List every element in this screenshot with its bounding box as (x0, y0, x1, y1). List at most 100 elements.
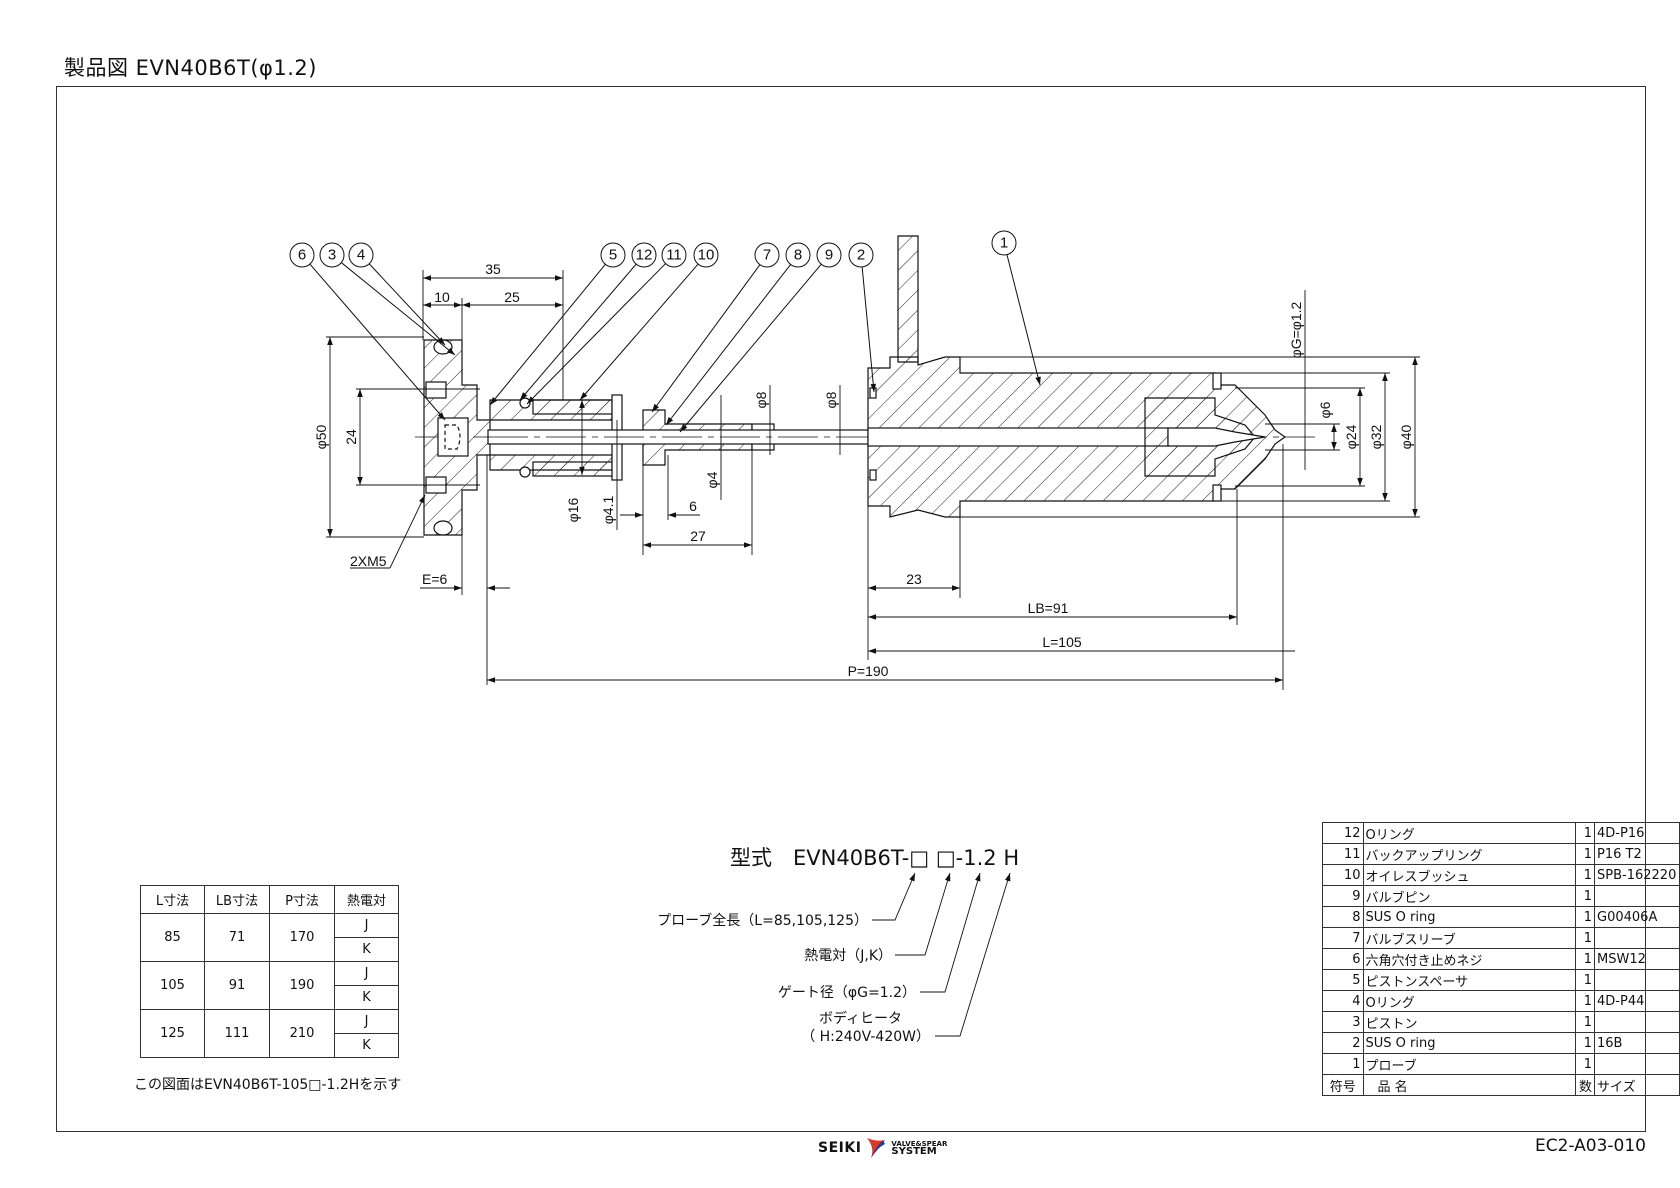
logo-mark-icon (867, 1138, 886, 1158)
balloon-label: 10 (698, 247, 715, 264)
dim-phiG: φG=φ1.2 (1288, 301, 1304, 358)
dim-10: 10 (434, 289, 450, 305)
dim-24: 24 (343, 429, 359, 445)
parts-cell-name: プローブ (1362, 1053, 1577, 1075)
dim-l: L=105 (1042, 634, 1082, 650)
balloon-circle (319, 242, 345, 268)
parts-cell-qty: 1 (1575, 948, 1596, 970)
balloon-circle (991, 230, 1017, 256)
parts-cell-no: 4 (1322, 990, 1364, 1012)
parts-cell-name: Oリング (1362, 822, 1577, 844)
dim-phi32: φ32 (1368, 424, 1384, 449)
piston-part (423, 339, 491, 536)
balloon-circle (600, 242, 626, 268)
balloon-circle (693, 242, 719, 268)
parts-cell-no: 10 (1322, 864, 1364, 886)
parts-cell-size: MSW12 (1594, 948, 1680, 970)
model-label-body-heater: ボディヒータ (818, 1011, 902, 1027)
parts-cell-size: 4D-P16 (1594, 822, 1680, 844)
dim-p: P=190 (848, 663, 889, 679)
balloon-leader (579, 263, 699, 401)
drawing-number: EC2-A03-010 (1534, 1136, 1646, 1156)
size-cell: 111 (204, 1009, 270, 1058)
parts-cell-no: 6 (1322, 948, 1364, 970)
balloon-leader (489, 263, 606, 406)
balloon-leader (340, 262, 456, 356)
parts-cell-qty: 1 (1575, 864, 1596, 886)
size-cell: 170 (269, 913, 335, 962)
size-header-p: P寸法 (269, 885, 335, 914)
dim-phi40: φ40 (1398, 424, 1414, 449)
drawing-note: この図面はEVN40B6T-105□-1.2Hを示す (134, 1077, 402, 1093)
parts-cell-size: G00406A (1594, 906, 1680, 928)
balloon-label: 8 (794, 247, 802, 264)
parts-cell-no: 3 (1322, 1011, 1364, 1033)
dim-phi4-1: φ4.1 (600, 496, 616, 525)
parts-header-size: サイズ (1594, 1074, 1680, 1096)
logo-sub-bottom: SYSTEM (891, 1146, 937, 1157)
parts-cell-no: 2 (1322, 1032, 1364, 1054)
parts-cell-size: SPB-162220 (1594, 864, 1680, 886)
model-label-thermocouple: 熱電対（J,K） (804, 948, 892, 964)
size-row: 85 71 170 J (140, 913, 399, 962)
parts-cell-name: 六角穴付き止めネジ (1362, 948, 1577, 970)
parts-cell-size: 4D-P44 (1594, 990, 1680, 1012)
parts-cell-name: バックアップリング (1362, 843, 1577, 865)
size-cell: 71 (204, 913, 270, 962)
balloon-circle (754, 242, 780, 268)
balloon-circle (348, 242, 374, 268)
parts-cell-no: 7 (1322, 927, 1364, 949)
dim-phi8-a: φ8 (753, 391, 769, 408)
parts-cell-no: 5 (1322, 969, 1364, 991)
manifold-plate (897, 235, 919, 363)
size-table: L寸法 LB寸法 P寸法 熱電対 85 71 170 J K 105 91 19… (140, 885, 399, 1058)
balloon-leader (665, 264, 792, 426)
parts-cell-qty: 1 (1575, 927, 1596, 949)
logo-sub-top: VALVE&SPEAR (891, 1140, 948, 1148)
size-header-lb: LB寸法 (204, 885, 270, 914)
parts-cell-name: バルブスリーブ (1362, 927, 1577, 949)
parts-header-row: 符号 品 名 数 サイズ (1322, 1074, 1680, 1096)
balloon-label: 2 (857, 247, 865, 264)
dim-phi4: φ4 (704, 471, 720, 488)
size-cell: 85 (140, 913, 205, 962)
balloon-circle (289, 242, 315, 268)
parts-cell-no: 9 (1322, 885, 1364, 907)
dim-e: E=6 (422, 571, 448, 587)
parts-cell-qty: 1 (1575, 906, 1596, 928)
balloon-leader (861, 266, 877, 393)
balloon-leader (1006, 254, 1041, 386)
dim-27: 27 (690, 528, 706, 544)
parts-cell-qty: 1 (1575, 1053, 1596, 1075)
parts-cell-name: ピストン (1362, 1011, 1577, 1033)
parts-cell-name: オイレスブッシュ (1362, 864, 1577, 886)
parts-cell-qty: 1 (1575, 990, 1596, 1012)
balloon-label: 11 (666, 247, 682, 264)
drawing-frame (56, 86, 1646, 1132)
size-header-l: L寸法 (140, 885, 205, 914)
size-row: 105 91 190 J (140, 961, 399, 1010)
parts-cell-qty: 1 (1575, 885, 1596, 907)
size-cell: 190 (269, 961, 335, 1010)
parts-cell-qty: 1 (1575, 843, 1596, 865)
size-cell: K (334, 985, 399, 1010)
parts-header-qty: 数 (1575, 1074, 1596, 1096)
balloon-label: 4 (357, 247, 365, 264)
dim-lb: LB=91 (1028, 600, 1069, 616)
size-cell: 210 (269, 1009, 335, 1058)
size-cell: K (334, 1033, 399, 1058)
parts-cell-qty: 1 (1575, 1011, 1596, 1033)
dim-6: 6 (689, 498, 697, 514)
balloon-leader (651, 264, 761, 413)
logo-brand: SEIKI (818, 1140, 862, 1156)
parts-cell-qty: 1 (1575, 969, 1596, 991)
